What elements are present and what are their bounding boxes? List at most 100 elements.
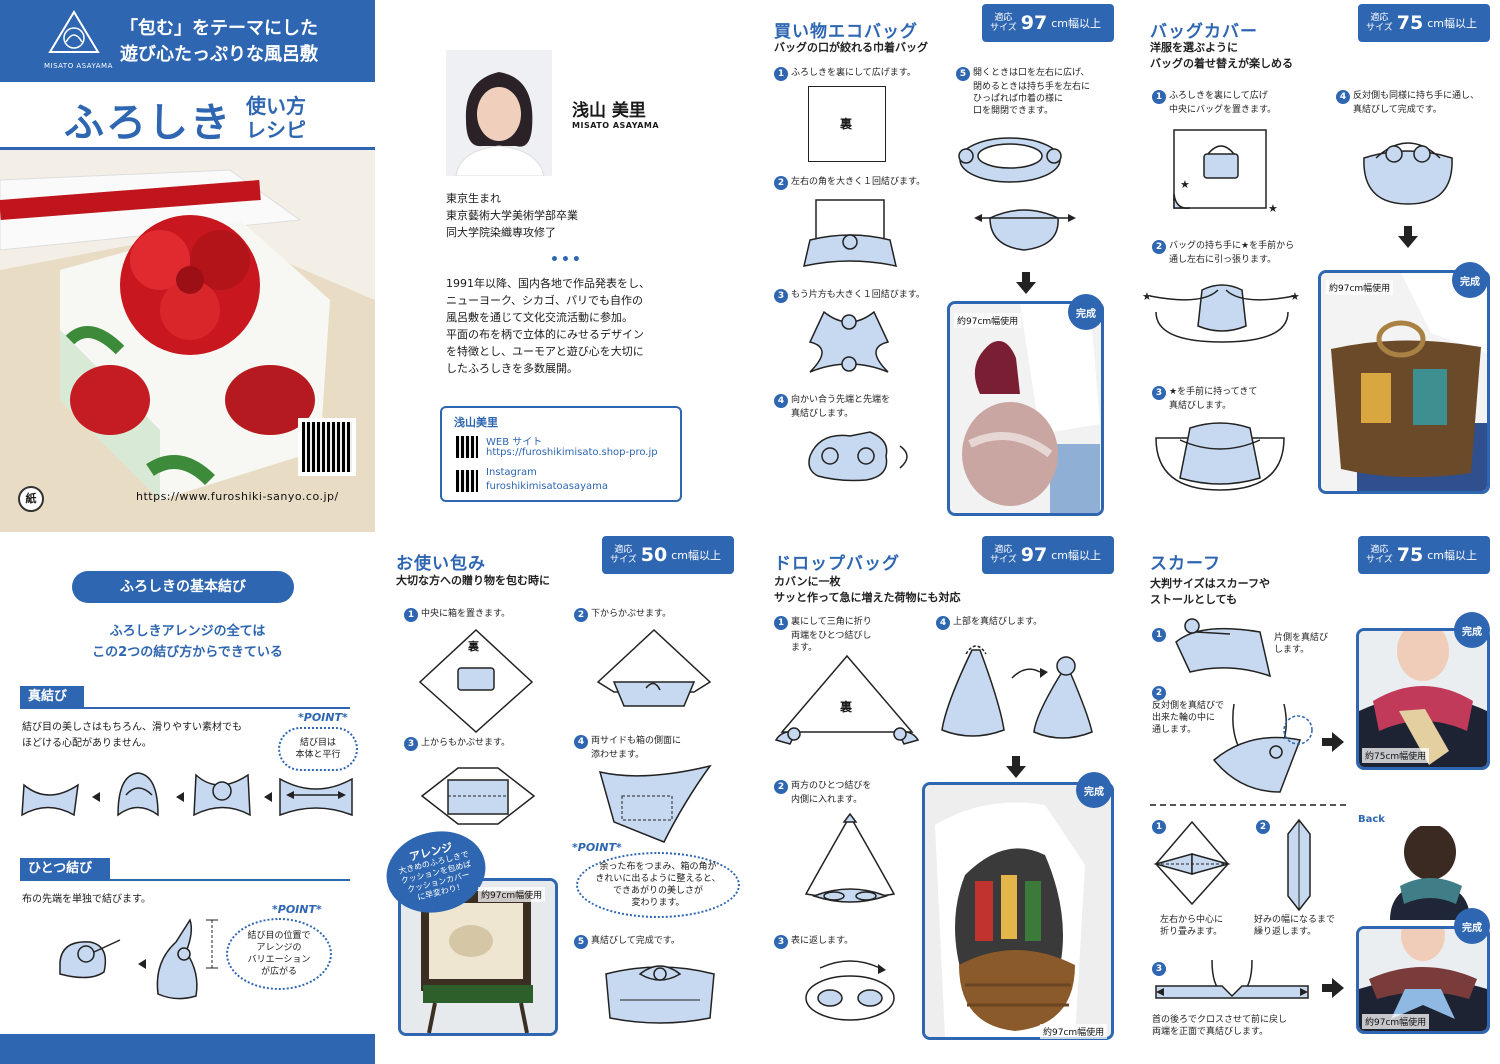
profile-divider-dots: ••• (550, 252, 583, 268)
qr-code[interactable] (298, 418, 356, 476)
knot2-point-4: が広がる (260, 967, 297, 977)
web-qr-code[interactable] (456, 436, 478, 458)
eco-step-4-text-b: 真結びします。 (791, 409, 854, 419)
eco-step-3-text: もう片方も大きく１回結びます。 (791, 290, 925, 300)
cover-title: ふろしき (64, 100, 232, 146)
eco-diagram-5 (958, 137, 1076, 251)
scarf-step-2-text-c: 通します。 (1152, 725, 1197, 735)
badge-size-value: 75 (1396, 544, 1424, 566)
profile-bio-3: 同大学院染織専攻修了 (446, 226, 556, 239)
bagcover-done-badge: 完成 (1452, 262, 1488, 298)
bagcover-diagram-1: ★ ★ (1173, 129, 1278, 215)
contact-title: 浅山美里 (454, 416, 498, 429)
knot2-diagram (59, 918, 218, 1000)
knot1-diagram (21, 772, 353, 817)
cover-title-sub-1: 使い方 (246, 94, 306, 118)
knot2-label: ひとつ結び (20, 858, 110, 880)
badge-t2: サイズ (1366, 23, 1393, 33)
bottom-bar (0, 1034, 375, 1064)
gift-diagram-3 (420, 767, 536, 825)
gift-step-5-text: 真結びして完成です。 (591, 936, 680, 946)
eco-step-4-text-a: 向かい合う先端と先端を (791, 395, 891, 405)
drop-step-2-text-b: 内側に入れます。 (791, 795, 863, 805)
badge-unit: cm幅以上 (1427, 17, 1477, 30)
drop-caption: 約97cm幅使用 (1040, 1024, 1108, 1039)
bagcover-step-1-text-b: 中央にバッグを置きます。 (1169, 105, 1277, 115)
drop-subtitle-2: サッと作って急に増えた荷物にも対応 (774, 591, 961, 604)
gift-diagram-4 (598, 764, 712, 843)
scarf-diagram-1 (1175, 618, 1272, 678)
drop-arrow-down (1006, 756, 1026, 778)
basics-lead-2: この2つの結び方からできている (92, 645, 283, 660)
badge-t1: 適応 (994, 13, 1013, 23)
svg-text:★: ★ (1142, 290, 1152, 303)
bagcover-step-3-text-a: ★を手前に持ってきて (1169, 387, 1258, 397)
drop-done-badge: 完成 (1076, 772, 1112, 808)
scarf-fold-step-2-num: 2 (1256, 820, 1273, 834)
gift-step-1-text: 中央に箱を置きます。 (421, 609, 511, 619)
drop-step-3-text: 表に返します。 (791, 936, 854, 946)
drop-step-1-text-b: 両端をひとつ結びし (791, 631, 872, 641)
knot1-point-1: 結び目は (299, 738, 336, 748)
drop-title: ドロップバッグ (774, 554, 900, 574)
eco-step-5-text-d: 口を開閉できます。 (973, 106, 1054, 116)
cushion-photo (398, 878, 558, 1036)
scarf-fold-2-text-b: 繰り返します。 (1254, 927, 1317, 937)
bagcover-arrow-down (1398, 226, 1418, 248)
scarf-divider (1150, 804, 1346, 806)
drop-subtitle-1: カバンに一枚 (774, 575, 841, 588)
badge-size-value: 75 (1396, 12, 1424, 34)
knot1-point-bubble: 結び目は 本体と平行 (278, 727, 358, 771)
knot2-rule (20, 879, 350, 881)
instagram-id[interactable]: furoshikimisatoasayama (486, 481, 609, 492)
eco-step-1-text: ふろしきを裏にして広げます。 (791, 68, 916, 78)
instagram-label: Instagram (486, 467, 537, 478)
scarf-diagram-2 (1212, 703, 1313, 793)
scarf-step-1-text: 片側を真結びします。 (1274, 632, 1328, 656)
profile-text-line: したふろしきを多数展開。 (446, 362, 578, 375)
bagcover-diagram-3 (1155, 422, 1285, 491)
logo-icon (48, 10, 100, 53)
website-url[interactable]: https://www.furoshiki-sanyo.co.jp/ (136, 490, 339, 503)
knot2-point-bubble: 結び目の位置で アレンジの バリエーション が広がる (226, 918, 332, 990)
knot1-label: 真結び (20, 686, 84, 708)
gift-subtitle: 大切な方への贈り物を包む時に (396, 574, 550, 587)
gift-point-bubble: 余った布をつまみ、箱の角が きれいに出るように整えると、 できあがりの美しさが … (576, 852, 740, 918)
gift-step-2-text: 下からかぶせます。 (591, 609, 672, 619)
scarf-arrow-right-1 (1322, 732, 1344, 752)
scarf-finished-photo-1 (1356, 628, 1490, 770)
badge-unit: cm幅以上 (1427, 549, 1477, 562)
bagcover-step-4-text-a: 反対側も同様に持ち手に通し、 (1353, 91, 1480, 101)
eco-step-5-text-a: 開くときは口を左右に広げ、 (973, 68, 1090, 78)
gift-point-label: *POINT* (572, 841, 622, 854)
cover-title-sub-2: レシピ (246, 118, 306, 142)
scarf-step-1-num: 1 (1152, 628, 1169, 642)
gift-point-3: できあがりの美しさが (612, 886, 703, 896)
profile-text-line: 風呂敷を通じて文化交流活動に参加。 (446, 311, 633, 324)
badge-t1: 適応 (614, 545, 633, 555)
eco-subtitle: バッグの口が絞れる巾着バッグ (774, 41, 928, 54)
scarf-subtitle-1: 大判サイズはスカーフや (1150, 577, 1271, 590)
svg-text:★: ★ (1268, 202, 1278, 215)
scarf-fold-step-3-num: 3 (1152, 962, 1169, 976)
svg-text:★: ★ (1180, 178, 1190, 191)
instagram-qr-code[interactable] (456, 470, 478, 492)
bagcover-subtitle-2: バッグの着せ替えが楽しめる (1150, 57, 1293, 70)
badge-t2: サイズ (1366, 555, 1393, 565)
badge-size-value: 97 (1020, 12, 1048, 34)
profile-text-line: を特徴とし、ユーモアと遊び心を大切に (446, 345, 644, 358)
scarf-fold-3-text-b: 両端を正面で真結びします。 (1152, 1027, 1269, 1037)
scarf-fold-diagram-1 (1153, 820, 1231, 906)
web-url[interactable]: https://furoshikimisato.shop-pro.jp (486, 447, 658, 458)
logo-text: MISATO ASAYAMA (44, 62, 113, 70)
gift-point-1: 余った布をつまみ、箱の角が (599, 862, 717, 872)
